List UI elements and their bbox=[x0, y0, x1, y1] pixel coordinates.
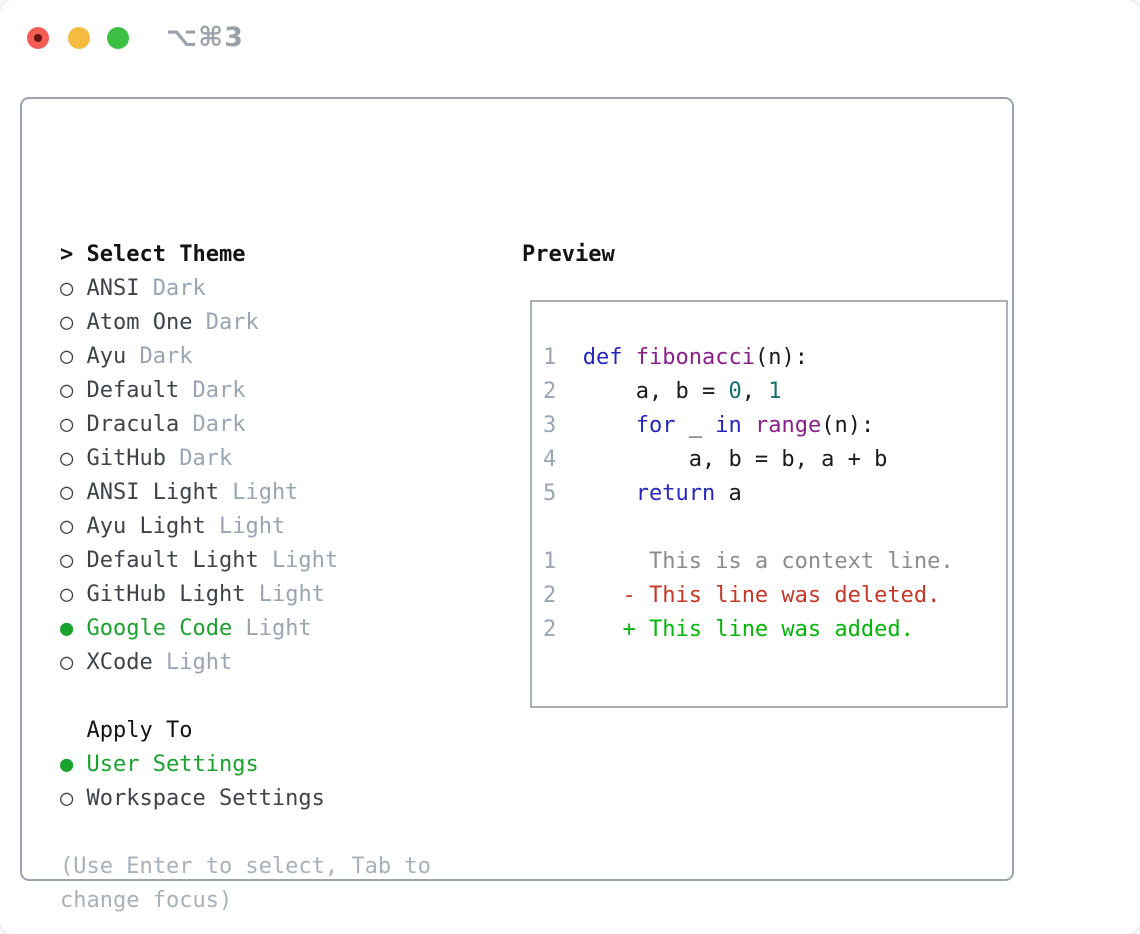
diff-line-deleted: 2 - This line was deleted. bbox=[543, 583, 941, 608]
zoom-button[interactable] bbox=[107, 27, 129, 49]
apply-option-workspace-settings[interactable]: ○ Workspace Settings bbox=[60, 786, 325, 811]
main-panel: > Select Theme ○ ANSI Dark ○ Atom One Da… bbox=[20, 97, 1014, 913]
diff-line-context: 1 This is a context line. bbox=[543, 549, 954, 574]
preview-heading: Preview bbox=[522, 242, 615, 267]
code-line-2: 2 a, b = 0, 1 bbox=[543, 379, 782, 404]
theme-option-ayu-light-light[interactable]: ○ Ayu Light Light bbox=[60, 514, 286, 539]
help-text-line1: (Use Enter to select, Tab to bbox=[60, 854, 431, 879]
apply-option-user-settings[interactable]: ● User Settings bbox=[60, 752, 259, 777]
help-text-line2: change focus) bbox=[60, 888, 233, 913]
code-line-3: 3 for _ in range(n): bbox=[543, 413, 875, 438]
theme-option-google-code-light[interactable]: ● Google Code Light bbox=[60, 616, 312, 641]
window-title: ⌥⌘3 bbox=[166, 22, 244, 53]
theme-option-xcode-light[interactable]: ○ XCode Light bbox=[60, 650, 233, 675]
theme-option-ansi-light-light[interactable]: ○ ANSI Light Light bbox=[60, 480, 299, 505]
theme-option-default-light-light[interactable]: ○ Default Light Light bbox=[60, 548, 339, 573]
minimize-button[interactable] bbox=[68, 27, 90, 49]
close-button[interactable] bbox=[27, 27, 49, 49]
preview-content: 1 def fibonacci(n): 2 a, b = 0, 1 3 for … bbox=[543, 341, 954, 647]
diff-line-added: 2 + This line was added. bbox=[543, 617, 914, 642]
theme-option-ayu-dark[interactable]: ○ Ayu Dark bbox=[60, 344, 193, 369]
code-line-5: 5 return a bbox=[543, 481, 742, 506]
theme-menu-header: > Select Theme bbox=[60, 242, 246, 267]
code-line-1: 1 def fibonacci(n): bbox=[543, 345, 808, 370]
theme-option-github-dark[interactable]: ○ GitHub Dark bbox=[60, 446, 233, 471]
theme-option-default-dark[interactable]: ○ Default Dark bbox=[60, 378, 246, 403]
preview-pane: 1 def fibonacci(n): 2 a, b = 0, 1 3 for … bbox=[530, 300, 1008, 708]
theme-option-ansi-dark[interactable]: ○ ANSI Dark bbox=[60, 276, 206, 301]
theme-option-atom-one-dark[interactable]: ○ Atom One Dark bbox=[60, 310, 259, 335]
titlebar: ⌥⌘3 bbox=[0, 0, 1140, 76]
theme-option-github-light-light[interactable]: ○ GitHub Light Light bbox=[60, 582, 325, 607]
code-line-4: 4 a, b = b, a + b bbox=[543, 447, 888, 472]
theme-option-dracula-dark[interactable]: ○ Dracula Dark bbox=[60, 412, 246, 437]
theme-menu: > Select Theme ○ ANSI Dark ○ Atom One Da… bbox=[60, 238, 431, 918]
apply-to-header: Apply To bbox=[60, 718, 193, 743]
